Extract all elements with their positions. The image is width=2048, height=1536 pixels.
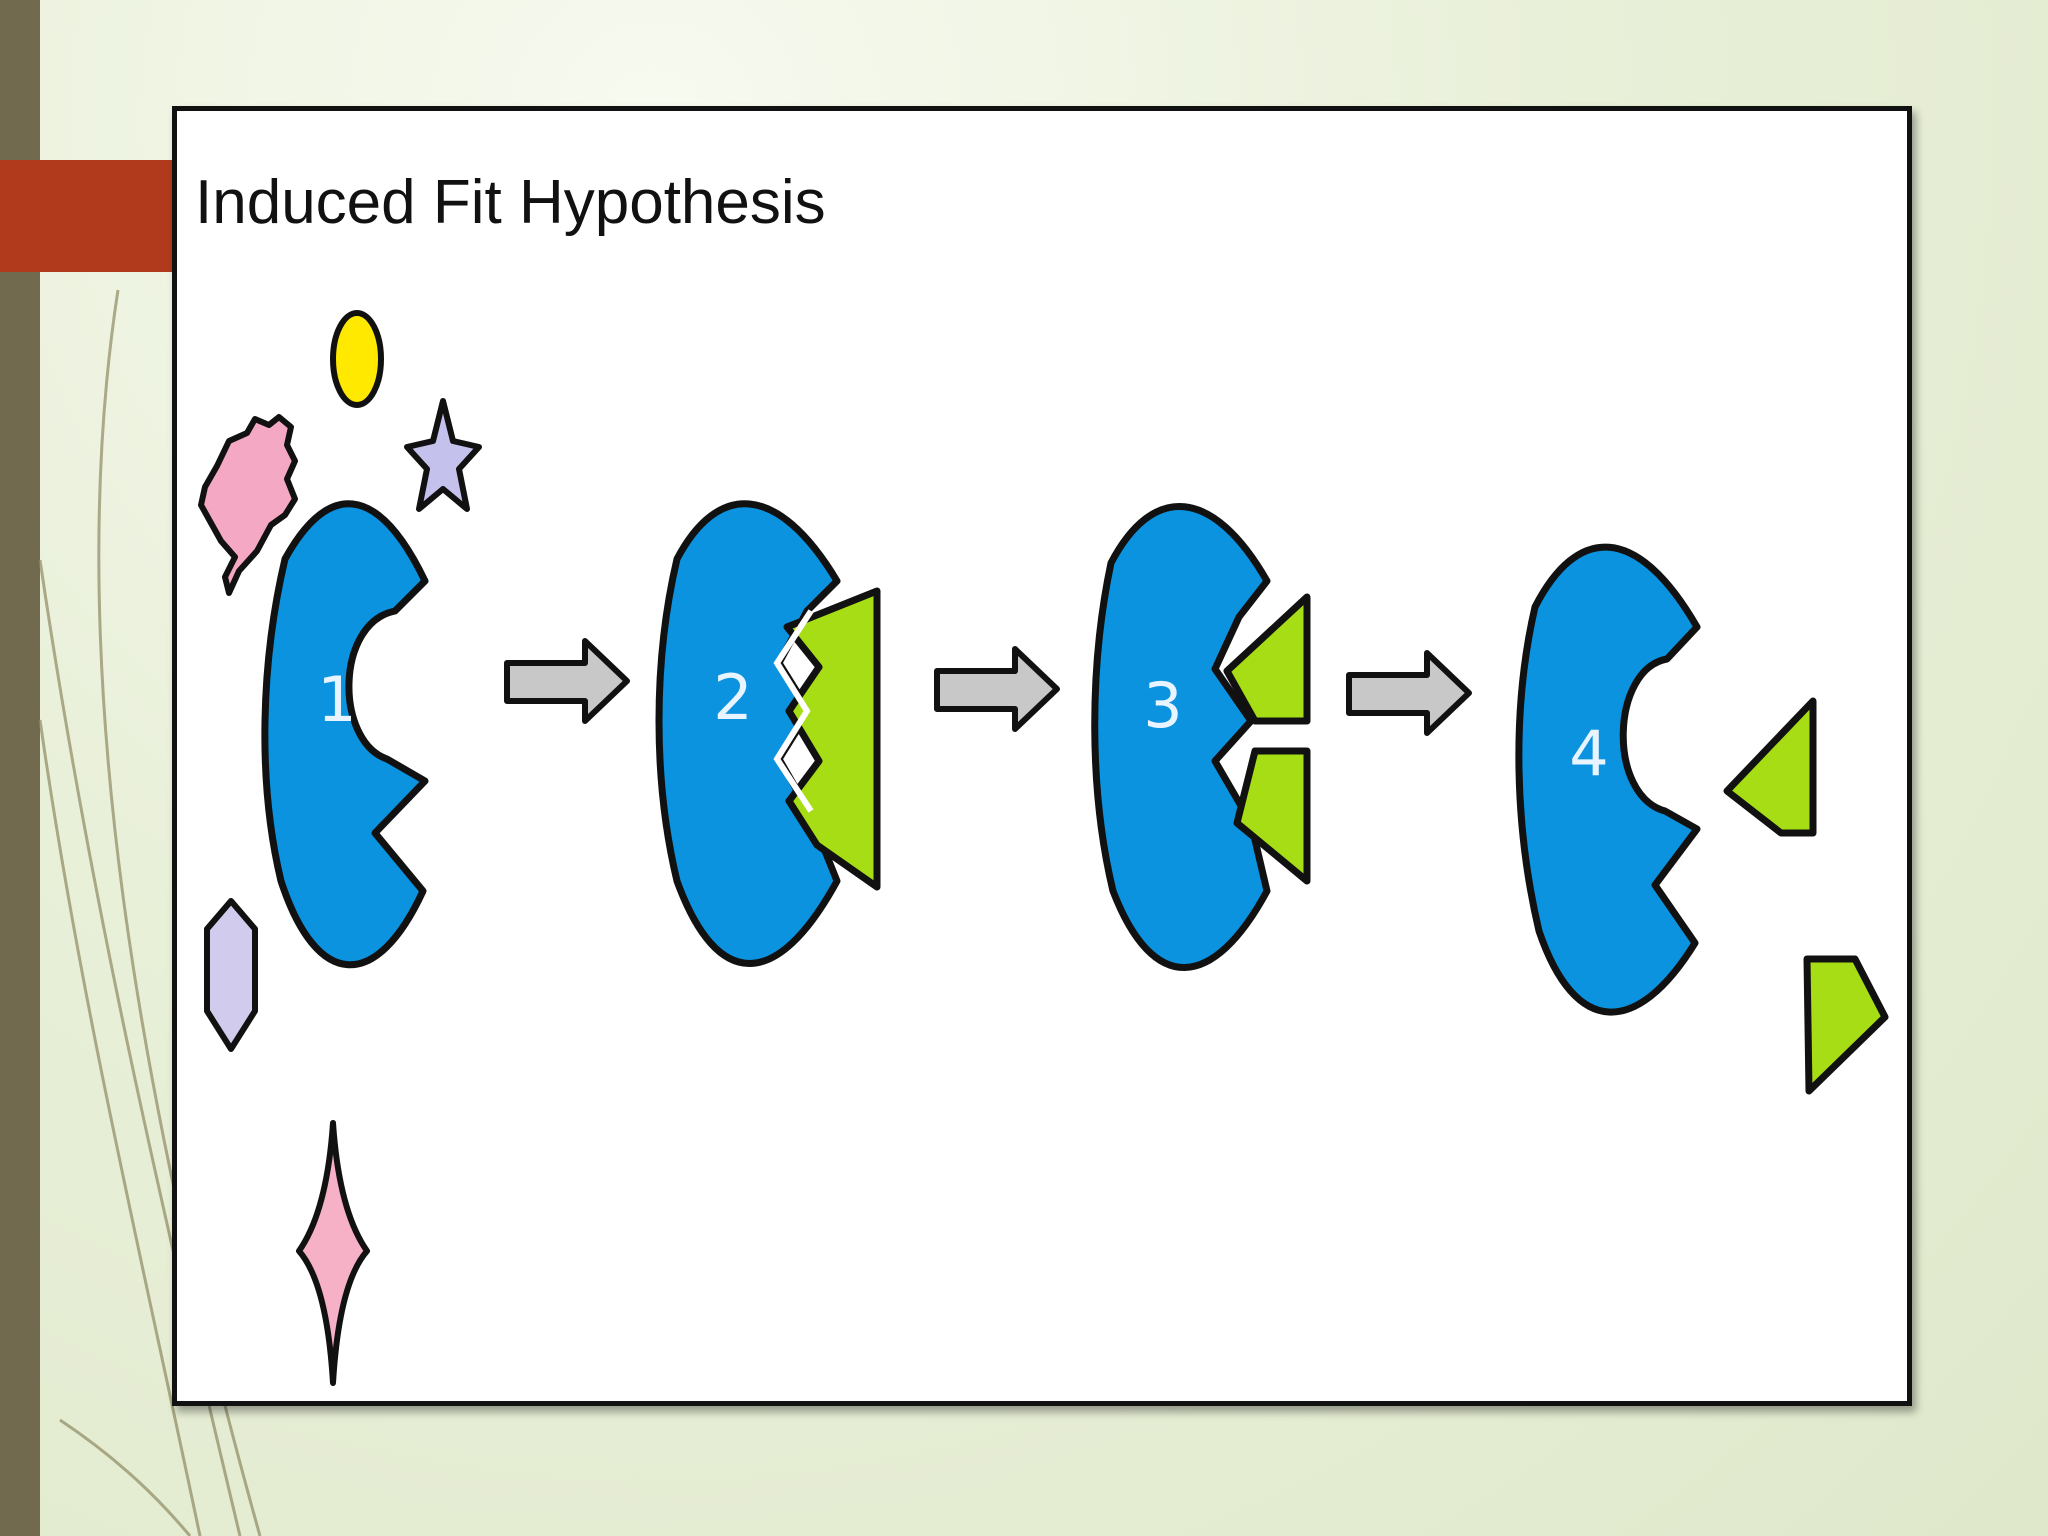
product-piece-4-top [1723,697,1817,837]
process-arrow-icon [934,646,1060,732]
enzyme-1 [261,500,429,969]
slide-accent-tab [0,160,172,272]
star-molecule-icon [404,398,482,512]
step-4-label: 4 [1569,717,1608,790]
pink-blob-molecule-icon [198,414,298,596]
step-3-label: 3 [1143,669,1182,742]
pink-sparkle-molecule-icon [296,1120,370,1386]
step-2-label: 2 [713,661,752,734]
process-arrow-icon [1346,650,1472,736]
figure-frame: Induced Fit Hypothesis 1 2 3 4 [172,106,1912,1406]
substrate-piece-3-top [1223,593,1311,725]
enzyme-3 [1091,503,1271,971]
hexagon-molecule-icon [204,898,258,1052]
enzyme-2 [655,500,841,967]
substrate-bound-2 [783,587,881,891]
process-arrow-icon [504,638,630,724]
induced-fit-diagram: Induced Fit Hypothesis 1 2 3 4 [195,168,1889,1386]
diagram-title: Induced Fit Hypothesis [195,168,826,237]
product-piece-4-bottom [1803,955,1889,1095]
step-1-label: 1 [317,663,356,736]
substrate-piece-3-bottom [1233,747,1311,885]
yellow-oval-molecule-icon [330,310,384,408]
enzyme-4 [1515,543,1701,1016]
substrate-outline-2 [773,609,814,813]
